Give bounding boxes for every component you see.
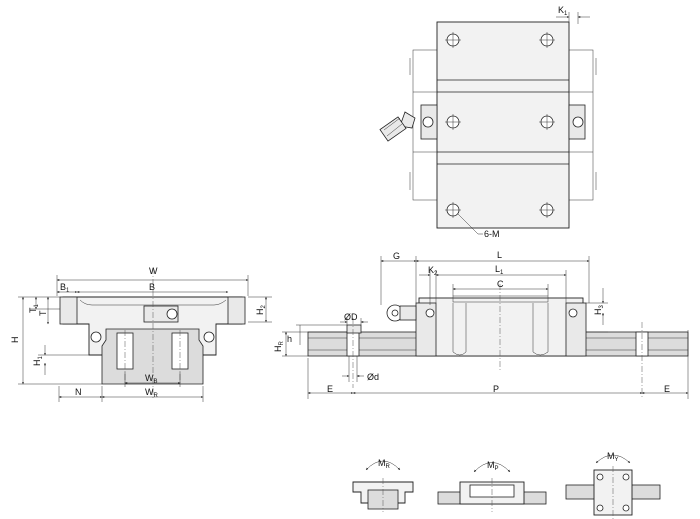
dim-c: C [497, 279, 504, 289]
dim-wr: WR [145, 387, 159, 399]
dim-h: H [10, 337, 20, 344]
grease-nipple-icon [379, 111, 416, 142]
dim-wb: WB [145, 373, 158, 385]
side-block-body [418, 297, 584, 357]
dim-g: G [393, 251, 400, 261]
label-my: MY [607, 451, 619, 463]
dim-h2: H2 [255, 305, 267, 316]
dim-h3: H3 [593, 305, 605, 316]
label-mp: MP [487, 460, 499, 472]
dim-w: W [149, 266, 158, 276]
dim-p: P [493, 384, 499, 394]
front-view: W B1 B H2 H T1 T H1 WB [10, 266, 272, 402]
moment-my: MY [565, 451, 661, 519]
moment-mp: MP [437, 460, 547, 512]
dim-e-left: E [327, 384, 333, 394]
dim-phi-d-small: Ød [367, 372, 379, 382]
moment-mr: MR [352, 458, 414, 512]
dim-b1: B1 [60, 282, 70, 294]
dim-hr: HR [273, 341, 285, 353]
dim-phi-d-large: ØD [344, 312, 358, 322]
dim-l1: L1 [495, 264, 504, 276]
bolt-hole-icon [445, 32, 555, 218]
dim-l: L [497, 250, 502, 260]
side-view: G L K2 L1 C H3 ØD h [273, 250, 689, 399]
dim-e-right: E [664, 384, 670, 394]
dim-b: B [149, 282, 155, 292]
dim-h1: H1 [32, 356, 44, 367]
dim-n: N [75, 387, 82, 397]
dim-t1: T1 [28, 304, 40, 314]
grease-nipple-icon [386, 304, 417, 322]
dim-h-small: h [287, 334, 292, 344]
top-view: K1 6-M [379, 5, 597, 239]
label-bolt-callout: 6-M [484, 229, 500, 239]
label-mr: MR [378, 458, 391, 470]
dim-k1: K1 [558, 5, 568, 17]
dim-t: T [38, 310, 48, 316]
